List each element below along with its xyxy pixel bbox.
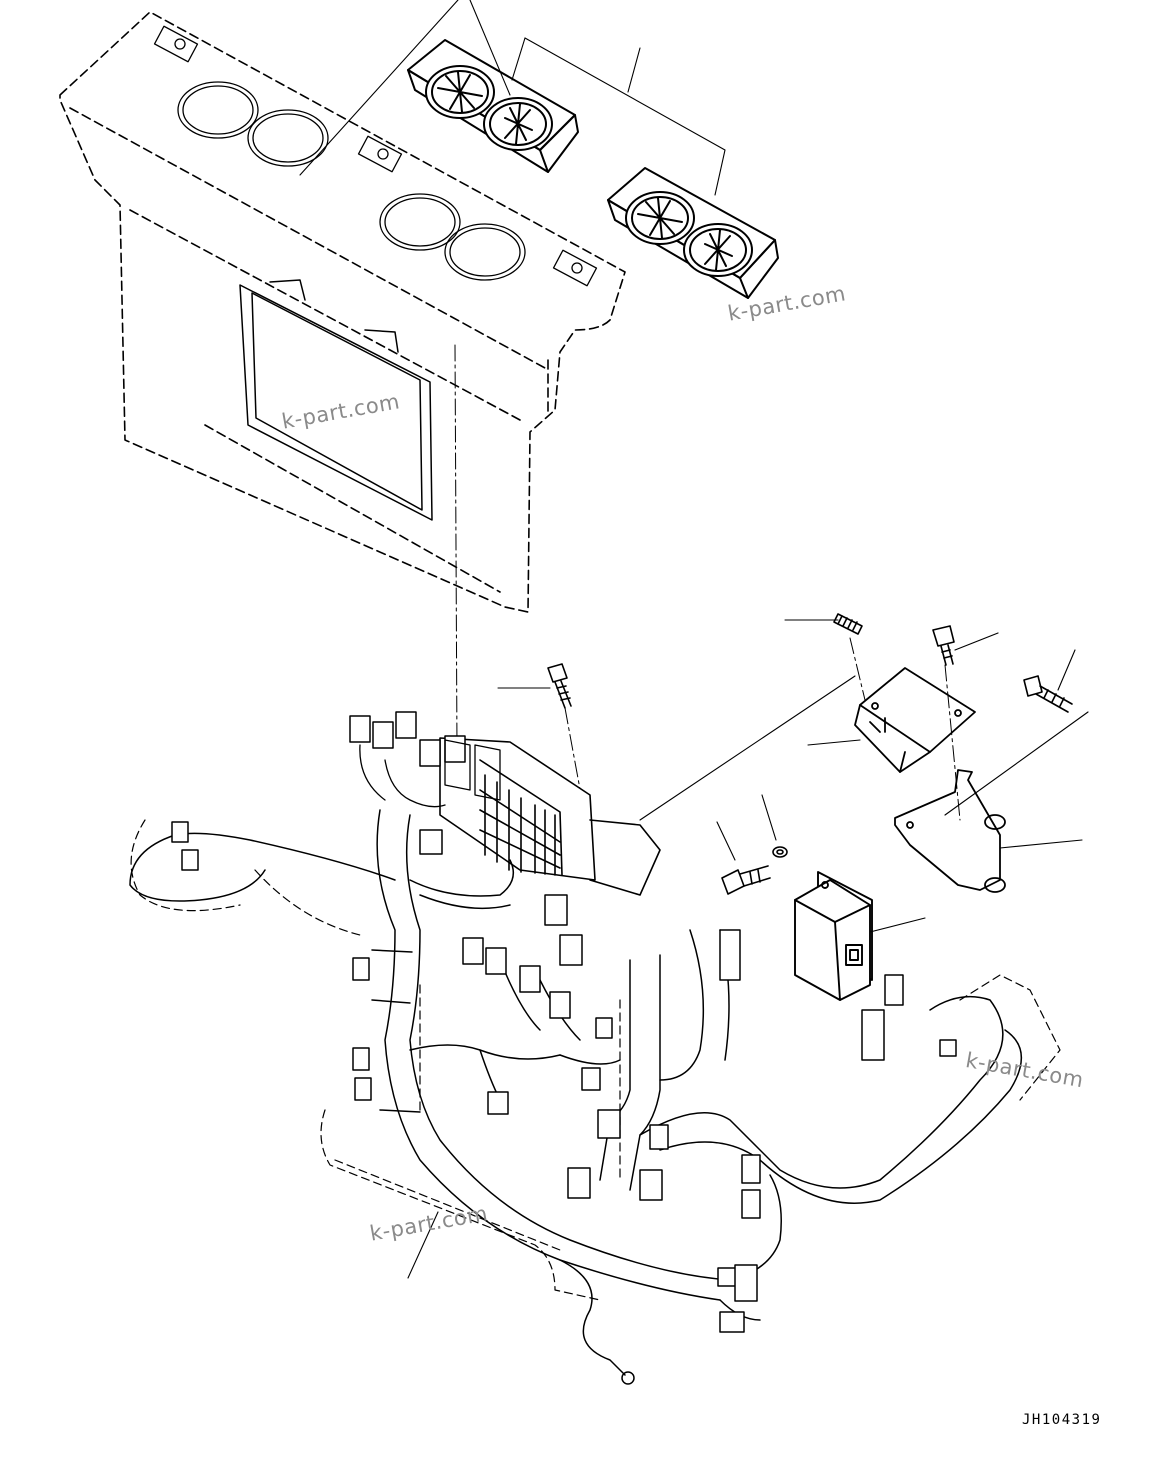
mounting-bracket-upper: [854, 667, 976, 773]
harness-connectors: [171, 711, 957, 1333]
relay-module: [794, 871, 873, 1001]
bolt-right-top: [932, 625, 955, 666]
dashboard-gauge-rings: [177, 81, 526, 281]
bolt-right: [1023, 675, 1073, 713]
mount-centerlines: [454, 344, 961, 821]
mounting-bracket-lower: [894, 769, 1006, 893]
leader-lines: [299, 0, 1089, 1279]
washer: [772, 846, 788, 858]
fuse-box: [439, 737, 661, 896]
air-vent-lower: [607, 167, 779, 299]
bolt-lower: [721, 865, 771, 895]
dashboard-window: [239, 279, 433, 521]
wiring-harness: [129, 809, 1023, 1385]
relay-block: [359, 739, 501, 808]
dashboard-tabs: [153, 25, 598, 287]
spring-clip: [833, 613, 863, 635]
harness-phantom-outline: [130, 819, 1061, 1301]
drawing-code: JH104319: [1022, 1412, 1102, 1428]
air-vent-upper: [407, 39, 579, 173]
bolt-left: [547, 663, 572, 709]
